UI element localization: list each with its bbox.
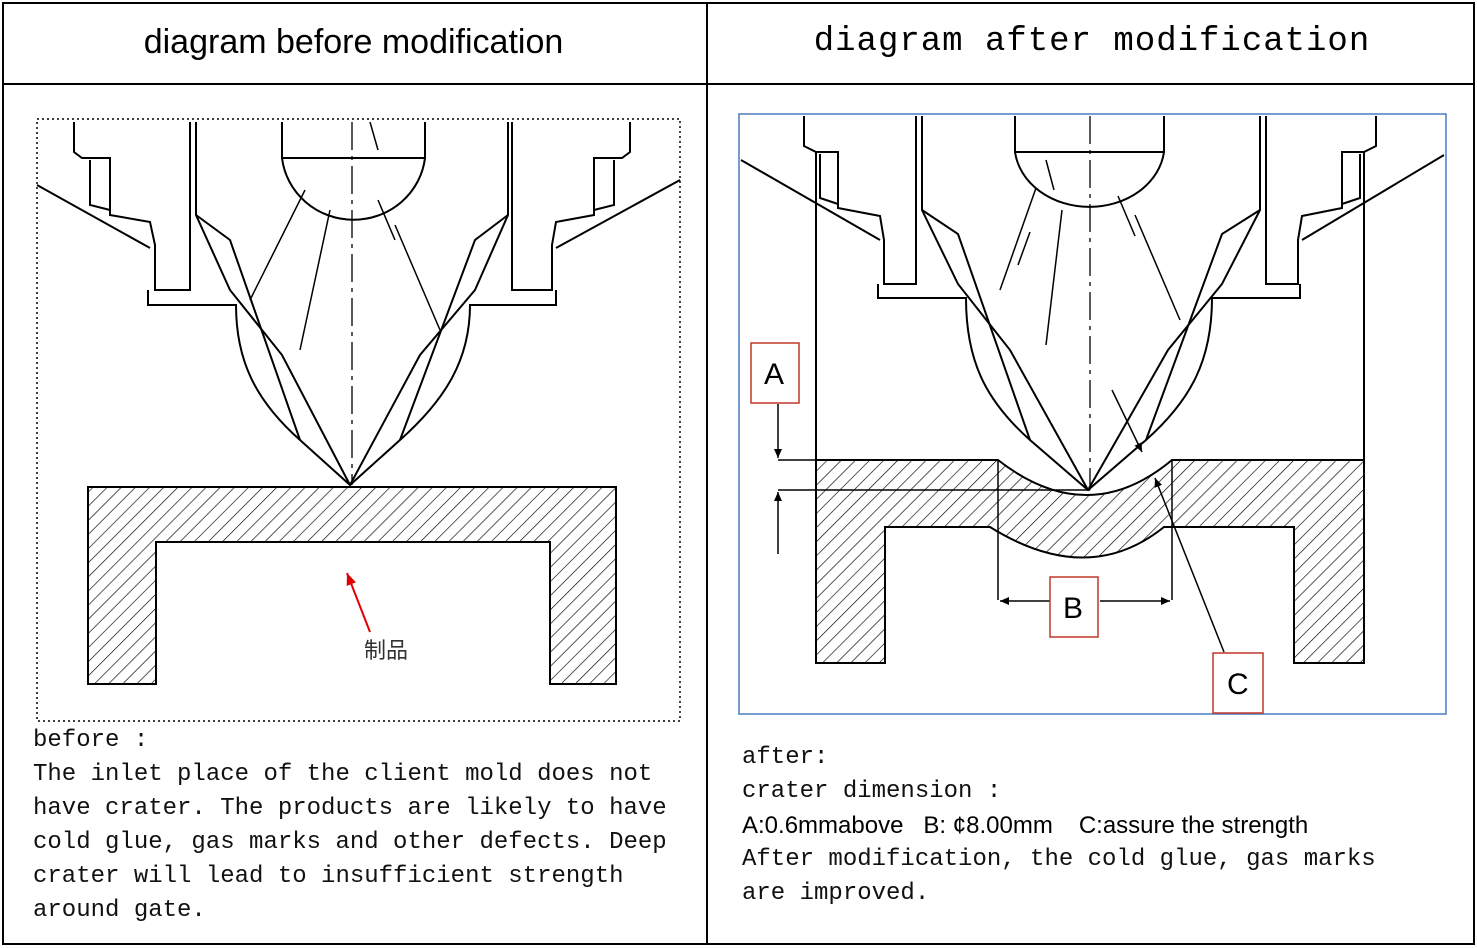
- after-frame: [738, 113, 1447, 715]
- spec-a: A:0.6mmabove: [742, 812, 904, 839]
- before-text-line-4: cold glue, gas marks and other defects. …: [33, 829, 667, 856]
- table-border-right: [1473, 2, 1475, 945]
- before-diagram: [36, 118, 681, 722]
- before-text-line-5: crater will lead to insufficient strengt…: [33, 863, 624, 890]
- table-border-bottom: [2, 943, 1475, 945]
- before-text-line-6: around gate.: [33, 897, 206, 924]
- callout-b-box: [1049, 576, 1099, 638]
- after-product: [815, 459, 1365, 664]
- header-before: diagram before modification: [143, 22, 564, 61]
- before-text-line-2: The inlet place of the client mold does …: [33, 761, 653, 788]
- after-text-line-2: crater dimension :: [742, 778, 1002, 805]
- table-border-left: [2, 2, 4, 945]
- callout-a-box: [750, 342, 800, 404]
- after-left-clamp: [803, 116, 917, 285]
- before-right-clamp: [511, 122, 631, 291]
- callout-b-label: B: [1063, 592, 1083, 625]
- before-product-arrow: [346, 572, 371, 633]
- before-frame: [36, 118, 681, 722]
- after-text-line-5: are improved.: [742, 880, 930, 907]
- before-text-line-3: have crater. The products are likely to …: [33, 795, 667, 822]
- before-text-line-1: before :: [33, 727, 149, 754]
- table-border-header: [2, 83, 1475, 85]
- after-text-line-4: After modification, the cold glue, gas m…: [742, 846, 1376, 873]
- before-product-label: 制品: [364, 639, 408, 664]
- table-border-middle: [706, 2, 708, 945]
- spec-c: C:assure the strength: [1078, 812, 1309, 839]
- callout-c-label: C: [1227, 668, 1249, 701]
- after-right-clamp: [1265, 116, 1377, 285]
- spec-b: B: ¢8.00mm: [923, 812, 1053, 839]
- before-dome: [281, 122, 426, 159]
- after-text-line-1: after:: [742, 744, 829, 771]
- header-after: diagram after modification: [813, 23, 1371, 61]
- before-left-clamp: [73, 122, 191, 291]
- callout-c-box: [1212, 652, 1264, 714]
- after-spec-line: A:0.6mmabove B: ¢8.00mm C:assure the stren…: [742, 809, 1308, 843]
- before-product: [87, 486, 617, 685]
- callout-a-label: A: [764, 358, 784, 391]
- table-border-top: [2, 2, 1475, 4]
- after-diagram: [738, 113, 1447, 715]
